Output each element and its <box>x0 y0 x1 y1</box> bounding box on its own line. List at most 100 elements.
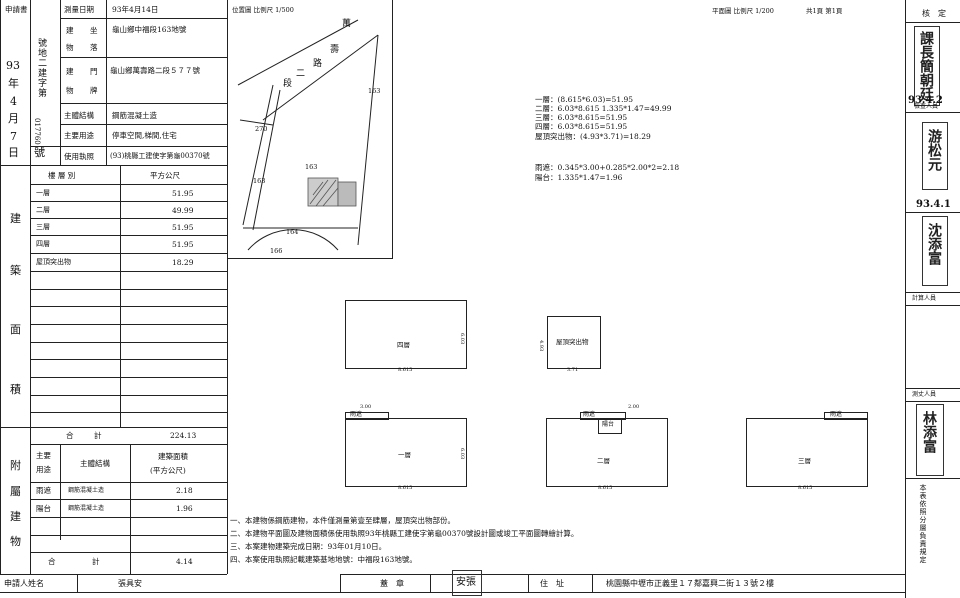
plan-roof-width: 3.71 <box>567 367 579 373</box>
floor-header: 樓 層 別 <box>48 171 76 180</box>
side-label: 積 <box>10 383 21 396</box>
floor-area: 51.95 <box>172 223 194 232</box>
attached-total-b: 計 <box>92 557 100 566</box>
attached-side-label: 建 <box>10 510 21 523</box>
attached-structure: 鋼筋混凝土造 <box>68 487 105 494</box>
main-use-label: 主要用途 <box>64 131 94 140</box>
plan-4f-label: 四層 <box>397 341 410 349</box>
road-char: 路 <box>313 59 323 69</box>
side-label: 建 <box>10 212 21 225</box>
approval-title: 核 定 <box>922 9 946 18</box>
door-number: 龜山鄉萬壽路二段５７７號 <box>110 66 200 75</box>
plan-1f-width: 8.615 <box>398 485 413 491</box>
applicant-name-label: 申請人姓名 <box>4 579 44 588</box>
calc-line: 一層：(8.615*6.03)=51.95 <box>535 95 634 104</box>
parcel-label: 163 <box>368 87 381 95</box>
parcel-label: 163 <box>305 163 318 171</box>
parcel-label: 270 <box>255 125 268 133</box>
surveyor-stamp: 林添富 <box>916 404 944 476</box>
floor-area: 18.29 <box>172 258 194 267</box>
attached-col1b: 用途 <box>36 465 51 474</box>
calc-line: 二層：6.03*8.615 1.335*1.47=49.99 <box>535 104 672 113</box>
note-line: 一、本建物係鋼筋建物，本件僅測量第壹至肆層，屋頂突出物部份。 <box>230 516 455 525</box>
applicant-name: 張具安 <box>118 579 142 588</box>
parcel-label: 166 <box>270 247 283 255</box>
approval-date-2: 93.4.1 <box>916 199 951 210</box>
loc-label-b: 物 <box>66 43 74 52</box>
attached-use: 雨遮 <box>36 486 51 495</box>
attached-col1a: 主要 <box>36 451 51 460</box>
attached-use: 陽台 <box>36 504 51 513</box>
plan-2f-rain: 雨遮 <box>583 411 596 418</box>
surveyor-label: 測丈人員 <box>912 391 937 398</box>
plan-3f-label: 三層 <box>798 457 811 465</box>
plan-roof-label: 屋頂突出物 <box>556 338 589 346</box>
structure-label: 主體結構 <box>64 111 94 120</box>
survey-date-label: 測量日期 <box>64 5 94 14</box>
survey-date: 93年4月14日 <box>112 5 159 14</box>
approval-date-1: 93.4.2 <box>908 95 943 106</box>
plan-1f-rain: 雨遮 <box>350 411 363 418</box>
plan-2f-rain-w: 2.00 <box>628 404 640 410</box>
plan-3f <box>746 418 868 487</box>
attached-col2: 主體結構 <box>80 459 110 468</box>
attached-side-label: 屬 <box>10 485 21 498</box>
license-label: 使用執照 <box>64 152 94 161</box>
loc-label-a: 建 <box>66 26 74 35</box>
checker-stamp: 游松元 <box>922 122 948 190</box>
license-value: (93)桃縣工建使字第龜00370號 <box>110 152 210 160</box>
plan-3f-width: 8.615 <box>798 485 813 491</box>
attached-structure: 鋼筋混凝土造 <box>68 505 105 512</box>
plan-2f-width: 8.615 <box>598 485 613 491</box>
calc-line: 三層：6.03*8.615=51.95 <box>535 113 628 122</box>
applicant-seal: 安張 <box>452 570 482 596</box>
parcel-label: 164 <box>286 228 299 236</box>
attached-side-label: 附 <box>10 459 21 472</box>
door-label-b: 門 <box>90 67 98 76</box>
delegation-notice: 本表依照分層負責規定 <box>919 484 927 564</box>
road-char: 壽 <box>330 45 340 55</box>
plan-4f-depth: 6.03 <box>459 333 465 345</box>
site-plan-drawing <box>237 19 379 251</box>
loc-label-d: 落 <box>90 43 98 52</box>
permit-prefix: 號地二建字第 <box>36 38 46 98</box>
area-header: 平方公尺 <box>150 171 180 180</box>
checker-label: 檢查人員 <box>914 103 939 110</box>
drafter-stamp: 沈添富 <box>922 216 948 286</box>
calc-line: 屋頂突出物：(4.93*3.71)=18.29 <box>535 132 651 141</box>
attached-area: 1.96 <box>176 504 193 513</box>
building-location: 龜山鄉中福段163地號 <box>112 25 187 34</box>
month-char: 月 <box>8 112 19 125</box>
floor-area: 51.95 <box>172 240 194 249</box>
plan-1f <box>345 418 467 487</box>
plan-3f-rain: 雨遮 <box>830 411 843 418</box>
side-label: 面 <box>10 323 21 336</box>
plan-2f-label: 二層 <box>597 457 610 465</box>
hao-char: 號 <box>34 146 45 159</box>
total-area: 224.13 <box>170 431 197 440</box>
plan-1f-label: 一層 <box>398 451 411 459</box>
year-char: 年 <box>8 77 19 90</box>
road-char: 段 <box>283 79 293 89</box>
plan-roof-depth: 4.93 <box>538 340 544 352</box>
total-label-b: 計 <box>94 431 102 440</box>
address-value: 桃園縣中壢市正義里１７鄰嘉興二街１３號２樓 <box>606 579 774 588</box>
main-use-value: 停車空間,梯間,住宅 <box>112 131 177 140</box>
calc-line: 四層：6.03*8.615=51.95 <box>535 122 628 131</box>
attached-side-label: 物 <box>10 535 21 548</box>
attached-total: 4.14 <box>176 557 193 566</box>
applicant-form-label: 申請書 <box>5 5 28 14</box>
plan-roof <box>547 316 601 369</box>
attached-col3a: 建築面積 <box>158 452 188 461</box>
sheet-number: 共1頁 第1頁 <box>806 7 843 15</box>
year-number: 93 <box>6 59 20 72</box>
floor-name: 屋頂突出物 <box>36 258 71 266</box>
address-label: 住 址 <box>540 579 564 588</box>
floor-name: 四層 <box>36 240 50 248</box>
seal-glyph: 安張 <box>456 577 476 588</box>
plan-2f-balcony: 陽台 <box>602 421 615 428</box>
seal-label: 蓋 章 <box>380 579 404 588</box>
calc-staff-label: 計算人員 <box>912 295 937 302</box>
floor-name: 二層 <box>36 206 50 214</box>
floor-area: 51.95 <box>172 189 194 198</box>
